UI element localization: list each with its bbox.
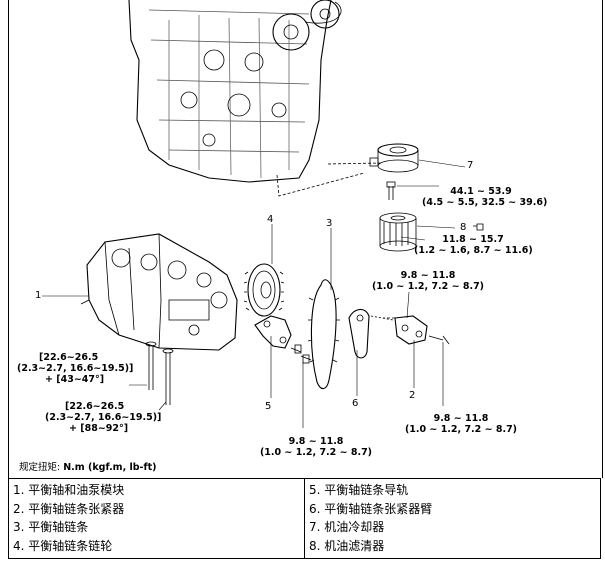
legend-item-2: 2. 平衡轴链条张紧器 <box>13 501 125 516</box>
callout-5: 5 <box>265 401 272 412</box>
callout-2: 2 <box>409 390 416 401</box>
balance-shaft-module-illustration <box>80 233 238 351</box>
torque-spec-oil-filter: 11.8 ~ 15.7 (1.2 ~ 1.6, 8.7 ~ 11.6) <box>414 234 533 256</box>
callout-1: 1 <box>35 290 42 301</box>
callout-6: 6 <box>352 398 359 409</box>
torque-note-label: 规定扭矩: <box>19 462 61 473</box>
torque-spec-tensioner: 9.8 ~ 11.8 (1.0 ~ 1.2, 7.2 ~ 8.7) <box>404 413 518 435</box>
torque-note-units: N.m (kgf.m, lb-ft) <box>63 462 157 473</box>
chain-illustration <box>307 279 340 390</box>
legend-item-3: 3. 平衡轴链条 <box>13 520 89 534</box>
chain-guide-illustration <box>254 315 292 349</box>
parts-legend: 1. 平衡轴和油泵模块 2. 平衡轴链条张紧器 3. 平衡轴链条 4. 平衡轴链… <box>8 478 601 559</box>
diagram-drawing <box>42 0 484 428</box>
callout-4: 4 <box>267 214 274 225</box>
callout-8: 8 <box>460 222 467 233</box>
torque-units-note: 规定扭矩: N.m (kgf.m, lb-ft) <box>19 462 157 473</box>
exploded-diagram: 1 2 3 4 5 6 7 8 44.1 ~ 53.9 (4.5 ~ 5.5, … <box>8 0 603 478</box>
tensioner-arm-illustration <box>348 308 370 359</box>
tensioner-illustration <box>394 315 428 345</box>
legend-item-8: 8. 机油滤清器 <box>309 538 385 553</box>
torque-spec-module-a: [22.6~26.5 (2.3~2.7, 16.6~19.5)] + [43~4… <box>17 352 134 385</box>
callout-7: 7 <box>467 160 474 171</box>
legend-item-1: 1. 平衡轴和油泵模块 <box>13 483 125 497</box>
oil-cooler-illustration <box>369 143 419 173</box>
torque-spec-oil-cooler: 44.1 ~ 53.9 (4.5 ~ 5.5, 32.5 ~ 39.6) <box>422 186 548 208</box>
legend-left-column: 1. 平衡轴和油泵模块 2. 平衡轴链条张紧器 3. 平衡轴链条 4. 平衡轴链… <box>8 478 305 559</box>
callout-3: 3 <box>326 218 333 229</box>
torque-spec-upper: 9.8 ~ 11.8 (1.0 ~ 1.2, 7.2 ~ 8.7) <box>371 270 485 292</box>
leader-lines <box>42 159 466 428</box>
oil-filter-illustration <box>379 212 417 252</box>
legend-item-5: 5. 平衡轴链条导轨 <box>309 483 409 497</box>
torque-spec-lower: 9.8 ~ 11.8 (1.0 ~ 1.2, 7.2 ~ 8.7) <box>259 436 373 458</box>
legend-item-7: 7. 机油冷却器 <box>309 520 385 534</box>
sprocket-illustration <box>243 263 285 317</box>
legend-right-column: 5. 平衡轴链条导轨 6. 平衡轴链条张紧器臂 7. 机油冷却器 8. 机油滤清… <box>304 478 601 559</box>
legend-item-4: 4. 平衡轴链条链轮 <box>13 538 113 553</box>
torque-spec-module-b: [22.6~26.5 (2.3~2.7, 16.6~19.5)] + [88~9… <box>45 401 162 434</box>
legend-item-6: 6. 平衡轴链条张紧器臂 <box>309 501 433 516</box>
engine-block-illustration <box>128 0 342 183</box>
